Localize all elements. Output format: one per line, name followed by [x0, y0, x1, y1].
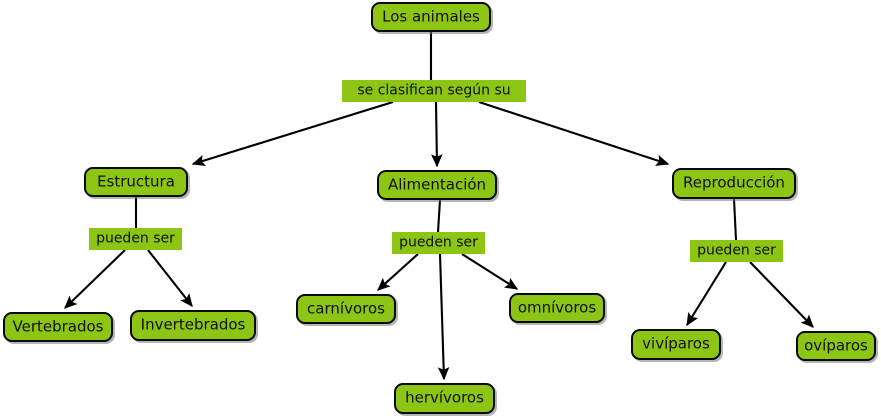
- node-label-oviparos: ovíparos: [804, 336, 868, 354]
- link-label-text-pueden-ser-3: pueden ser: [697, 242, 776, 259]
- node-label-hervivoros: hervívoros: [405, 388, 484, 407]
- edge-pueden-ser-2-to-hervivoros: [437, 253, 450, 381]
- edge-pueden-ser-2-to-omnivoros: [461, 253, 519, 290]
- node-root[interactable]: Los animales: [371, 2, 491, 32]
- edge-se-clasifican-to-estructura: [191, 100, 394, 167]
- edge-pueden-ser-2-to-carnivoros: [377, 253, 419, 291]
- node-invertebrados[interactable]: Invertebrados: [130, 310, 256, 341]
- node-hervivoros[interactable]: hervívoros: [394, 383, 495, 414]
- node-alimentacion[interactable]: Alimentación: [377, 170, 497, 200]
- node-omnivoros[interactable]: omnívoros: [509, 293, 605, 323]
- edge-se-clasifican-to-reproduccion: [478, 101, 670, 166]
- node-label-estructura: Estructura: [97, 172, 175, 190]
- node-label-alimentacion: Alimentación: [387, 175, 487, 193]
- node-estructura[interactable]: Estructura: [84, 167, 188, 197]
- node-oviparos[interactable]: ovíparos: [796, 331, 876, 361]
- edge-pueden-ser-1-to-vertebrados: [64, 249, 126, 309]
- node-label-carnivoros: carnívoros: [307, 299, 385, 317]
- link-label-text-pueden-ser-2: pueden ser: [399, 234, 478, 251]
- node-label-reproduccion: Reproducción: [683, 173, 785, 192]
- node-label-vertebrados: Vertebrados: [12, 317, 104, 335]
- link-label-pueden-ser-2[interactable]: pueden ser: [392, 232, 485, 254]
- node-label-invertebrados: Invertebrados: [140, 315, 246, 334]
- link-label-pueden-ser-3[interactable]: pueden ser: [690, 240, 783, 262]
- node-carnivoros[interactable]: carnívoros: [296, 294, 396, 324]
- node-vertebrados[interactable]: Vertebrados: [3, 312, 113, 342]
- node-label-root: Los animales: [382, 7, 480, 25]
- node-reproduccion[interactable]: Reproducción: [672, 168, 796, 199]
- link-label-text-se-clasifican: se clasifican según su: [357, 82, 511, 99]
- edge-reproduccion-to-pueden-ser-3: [732, 198, 738, 241]
- edge-se-clasifican-to-alimentacion: [431, 101, 443, 168]
- node-viviparos[interactable]: vivíparos: [631, 329, 721, 360]
- link-label-se-clasifican[interactable]: se clasifican según su: [342, 80, 526, 102]
- edge-pueden-ser-3-to-oviparos: [749, 261, 814, 328]
- link-label-pueden-ser-1[interactable]: pueden ser: [89, 228, 182, 250]
- node-label-omnivoros: omnívoros: [517, 298, 597, 316]
- node-label-viviparos: vivíparos: [642, 334, 710, 353]
- edge-pueden-ser-3-to-viviparos: [686, 261, 727, 327]
- edge-alimentacion-to-pueden-ser-2: [436, 199, 442, 233]
- edge-pueden-ser-1-to-invertebrados: [147, 249, 193, 307]
- link-label-text-pueden-ser-1: pueden ser: [96, 230, 175, 247]
